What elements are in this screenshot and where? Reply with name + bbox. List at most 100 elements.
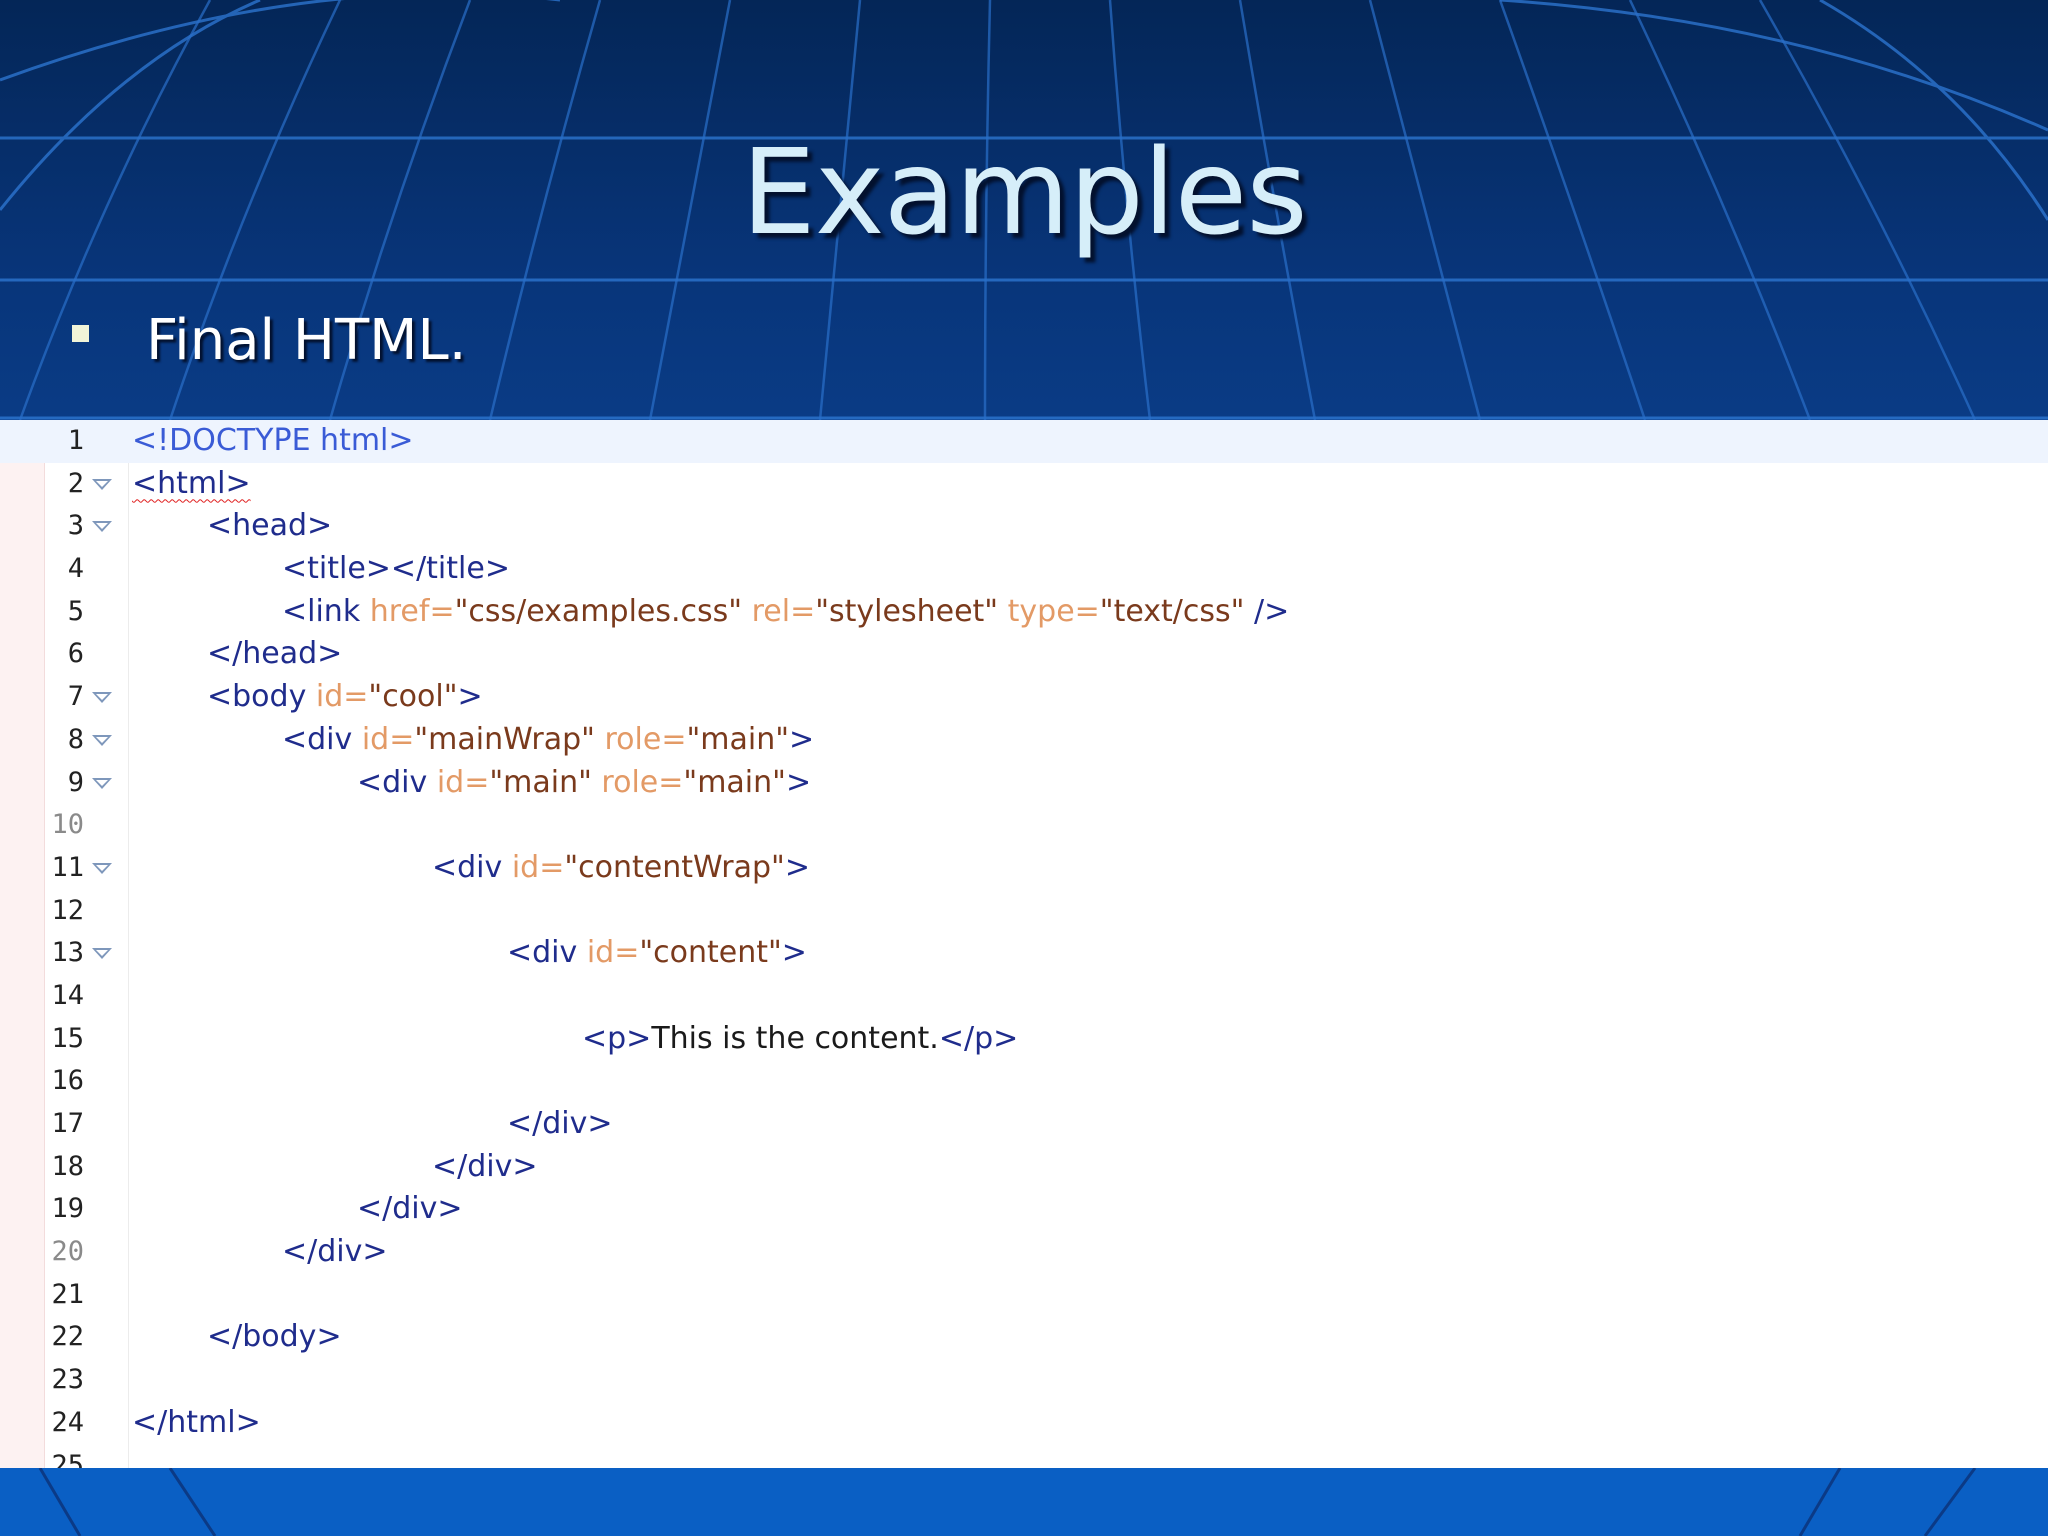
code-token: "cool" xyxy=(368,679,458,715)
code-line: 21 xyxy=(0,1274,2048,1317)
code-lines: 1<!DOCTYPE html>2<html>3<head>4<title></… xyxy=(0,420,2048,1468)
code-token: </p> xyxy=(938,1020,1019,1056)
code-line: 1 <!DOCTYPE html> xyxy=(0,420,2048,463)
code-token: </html> xyxy=(132,1404,261,1440)
code-token: <link xyxy=(282,593,370,629)
code-line: 17 </div> xyxy=(0,1103,2048,1146)
code-line: 12 xyxy=(0,890,2048,933)
code-text: </div> xyxy=(432,1146,538,1189)
code-token: role= xyxy=(604,721,687,757)
code-token: </div> xyxy=(507,1106,613,1141)
line-number: 2 xyxy=(67,467,84,499)
code-text: <link href="css/examples.css" rel="style… xyxy=(282,591,1289,634)
bottom-grid-decoration xyxy=(38,1468,1977,1536)
code-text: </div> xyxy=(507,1103,613,1146)
code-token: "css/examples.css" xyxy=(454,593,752,629)
code-line: 18 </div> xyxy=(0,1146,2048,1189)
code-token: "content" xyxy=(639,935,782,971)
code-text: <!DOCTYPE html> xyxy=(132,420,414,463)
line-number: 23 xyxy=(51,1364,84,1396)
code-token: <html> xyxy=(132,465,251,501)
code-line: 4 <title></title> xyxy=(0,548,2048,591)
code-text: <div id="main" role="main"> xyxy=(357,762,811,805)
fold-triangle-icon[interactable] xyxy=(92,862,112,874)
code-token: > xyxy=(457,679,483,715)
code-text: <body id="cool"> xyxy=(207,676,483,719)
code-token: "contentWrap" xyxy=(564,849,785,885)
gutter-divider xyxy=(128,420,129,1468)
code-line: 20 </div> xyxy=(0,1231,2048,1274)
code-text: <p>This is the content.</p> xyxy=(582,1018,1018,1061)
code-token: type= xyxy=(1007,593,1100,629)
line-number: 21 xyxy=(51,1278,84,1310)
code-text: <title></title> xyxy=(282,548,510,591)
code-token: <div xyxy=(507,935,587,971)
code-token: id= xyxy=(511,849,565,885)
code-line: 24</html> xyxy=(0,1402,2048,1445)
code-line: 25 xyxy=(0,1445,2048,1469)
square-bullet-icon xyxy=(72,324,89,342)
code-token: <title></title> xyxy=(282,551,510,587)
code-line: 14 xyxy=(0,975,2048,1018)
code-token: href= xyxy=(369,593,455,629)
line-number: 12 xyxy=(51,894,84,926)
code-token: <p> xyxy=(582,1020,652,1056)
code-token: role= xyxy=(601,764,684,800)
code-token: <div xyxy=(282,721,362,757)
line-number: 3 xyxy=(67,510,84,542)
fold-triangle-icon[interactable] xyxy=(92,777,112,789)
fold-triangle-icon[interactable] xyxy=(92,478,112,490)
code-token: "stylesheet" xyxy=(815,593,1008,629)
code-token: > xyxy=(781,935,807,971)
fold-triangle-icon[interactable] xyxy=(92,692,112,704)
code-token: "text/css" xyxy=(1099,593,1255,629)
line-number: 9 xyxy=(67,766,84,798)
fold-triangle-icon[interactable] xyxy=(92,521,112,533)
line-number: 10 xyxy=(51,809,84,841)
code-token: > xyxy=(785,764,812,800)
code-text: </body> xyxy=(207,1316,342,1359)
line-number: 19 xyxy=(51,1193,84,1225)
line-number: 7 xyxy=(67,681,84,713)
code-line: 13 <div id="content"> xyxy=(0,932,2048,975)
code-token: id= xyxy=(361,721,415,757)
code-line: 6</head> xyxy=(0,633,2048,676)
line-number: 13 xyxy=(51,937,84,969)
line-number: 1 xyxy=(67,425,84,456)
code-token: </div> xyxy=(357,1191,463,1227)
code-token: > xyxy=(784,849,811,885)
code-token: > xyxy=(789,721,815,757)
line-number: 18 xyxy=(51,1150,84,1182)
code-text: </html> xyxy=(132,1402,261,1445)
slide-title: Examples xyxy=(741,123,1307,261)
code-token: "main" xyxy=(683,764,786,800)
code-line: 10 xyxy=(0,804,2048,847)
code-text: </div> xyxy=(282,1231,388,1274)
line-number: 4 xyxy=(67,553,84,585)
code-text: <html> xyxy=(132,463,251,506)
code-line: 2 <html> xyxy=(0,463,2048,506)
line-number: 16 xyxy=(51,1065,84,1097)
line-number: 8 xyxy=(67,723,84,755)
fold-triangle-icon[interactable] xyxy=(92,948,112,960)
editor-left-margin xyxy=(0,420,45,1468)
code-token: id= xyxy=(586,935,640,971)
code-token: </body> xyxy=(207,1319,342,1355)
code-text: </head> xyxy=(207,633,342,676)
code-token: rel= xyxy=(751,593,816,629)
code-token: </div> xyxy=(282,1234,388,1270)
code-line: 5 <link href="css/examples.css" rel="styl… xyxy=(0,591,2048,634)
fold-triangle-icon[interactable] xyxy=(92,734,112,746)
bullet-item: Final HTML. xyxy=(72,300,467,380)
code-line: 23 xyxy=(0,1359,2048,1402)
line-number: 22 xyxy=(51,1321,84,1353)
code-line: 7 <body id="cool"> xyxy=(0,676,2048,719)
line-number: 5 xyxy=(67,595,84,627)
line-number: 17 xyxy=(51,1108,84,1139)
line-number: 20 xyxy=(51,1236,84,1268)
line-number: 25 xyxy=(51,1449,84,1469)
code-line: 16 xyxy=(0,1060,2048,1103)
code-token: <div xyxy=(357,764,437,800)
code-line: 15<p>This is the content.</p> xyxy=(0,1018,2048,1061)
